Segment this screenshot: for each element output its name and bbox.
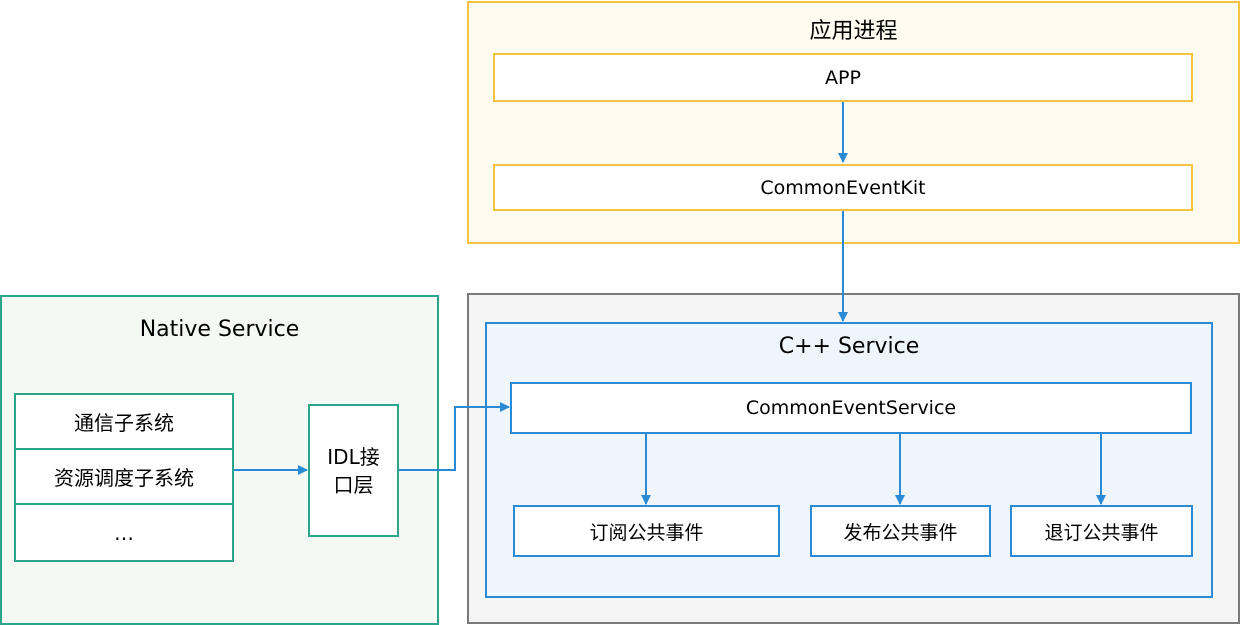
native-service-title: Native Service: [139, 317, 300, 342]
common-event-kit-label: CommonEventKit: [760, 176, 926, 199]
subsystem-more: …: [16, 505, 232, 560]
unsubscribe-event-label: 退订公共事件: [1044, 521, 1159, 544]
app-node: APP: [493, 53, 1193, 102]
publish-event-label: 发布公共事件: [843, 521, 958, 544]
publish-event-node: 发布公共事件: [810, 505, 991, 557]
subscribe-event-label: 订阅公共事件: [589, 521, 704, 544]
idl-label-line2: 口层: [333, 472, 374, 497]
app-process-title: 应用进程: [809, 19, 898, 44]
subsystem-list: 通信子系统 资源调度子系统 …: [14, 393, 234, 562]
common-event-service-node: CommonEventService: [510, 382, 1192, 434]
cpp-service-title: C++ Service: [778, 334, 920, 359]
subsystem-label: 资源调度子系统: [54, 466, 194, 490]
subsystem-resource-scheduling: 资源调度子系统: [16, 450, 232, 505]
common-event-service-label: CommonEventService: [745, 397, 957, 419]
app-node-label: APP: [825, 66, 861, 89]
common-event-kit-node: CommonEventKit: [493, 164, 1193, 211]
idl-interface-node: IDL接 口层: [308, 404, 399, 537]
subsystem-communication: 通信子系统: [16, 395, 232, 450]
subsystem-label: …: [114, 520, 134, 545]
unsubscribe-event-node: 退订公共事件: [1010, 505, 1193, 557]
subscribe-event-node: 订阅公共事件: [513, 505, 780, 557]
arrow-idl-to-ces: [399, 402, 510, 471]
subsystem-label: 通信子系统: [74, 411, 174, 435]
idl-label-line1: IDL接: [327, 444, 380, 469]
